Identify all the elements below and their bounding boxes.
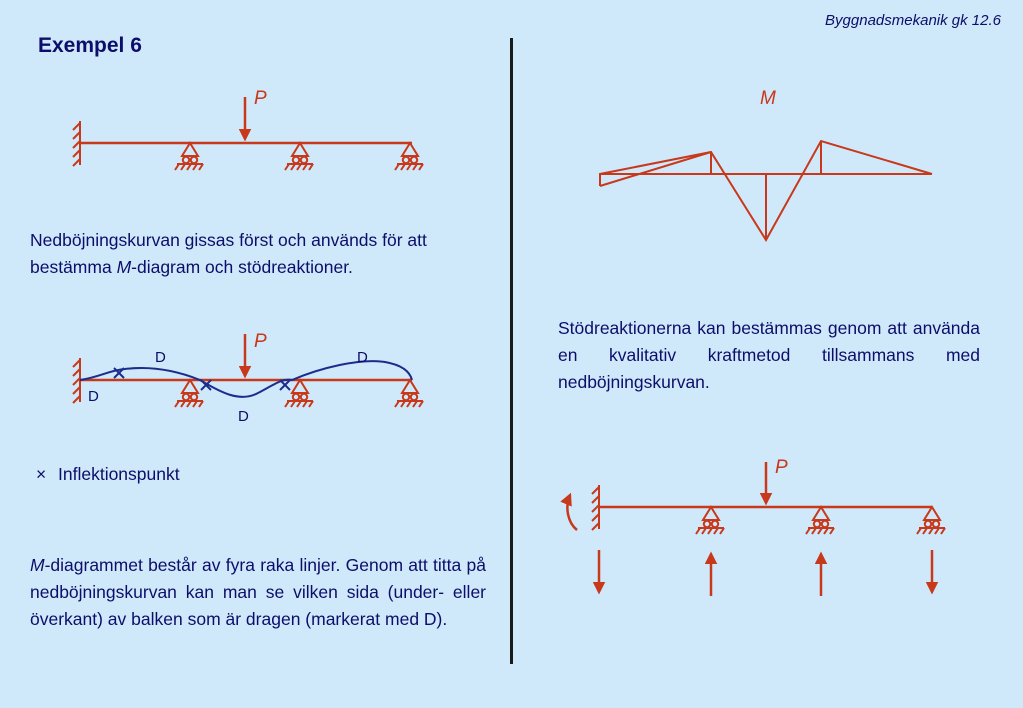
fixed-support-wall-icon (72, 120, 81, 167)
moment-line (599, 151, 712, 187)
roller-support-icon (284, 142, 314, 171)
load-label: P (775, 457, 788, 478)
load-label: P (254, 88, 267, 109)
tension-label: D (238, 408, 249, 425)
m-diagram-text: -diagrammet består av fyra raka linjer. … (30, 555, 486, 629)
beam-diagram-1: P (72, 88, 424, 171)
page-title: Exempel 6 (38, 34, 142, 57)
fixed-support-wall-icon (591, 484, 600, 531)
inflection-point-icon (279, 379, 291, 391)
roller-support-icon (916, 506, 946, 535)
tension-label: D (88, 388, 99, 405)
beam-diagram-3: P (560, 457, 946, 596)
deflection-curve (79, 360, 413, 398)
inflection-legend-label: Inflektionspunkt (58, 464, 180, 484)
intro-m-symbol: M (116, 257, 132, 277)
moment-reaction-arrow-icon (560, 492, 578, 531)
load-label: P (254, 331, 267, 352)
intro-text-end: -diagram och stödreaktioner. (131, 257, 353, 277)
moment-label: M (760, 88, 776, 109)
roller-support-icon (174, 379, 204, 408)
fixed-support-wall-icon (72, 357, 81, 404)
inflection-point-icon (113, 367, 125, 379)
moment-diagram: M (599, 88, 933, 242)
moment-curve (599, 139, 933, 242)
m-symbol: M (30, 555, 45, 575)
inflection-points (113, 367, 291, 391)
inflection-legend: × Inflektionspunkt (36, 464, 180, 485)
roller-support-icon (394, 142, 424, 171)
roller-support-icon (394, 379, 424, 408)
page-header: Byggnadsmekanik gk 12.6 (825, 12, 1001, 29)
column-divider (510, 38, 513, 664)
reactions-paragraph: Stödreaktionerna kan bestämmas genom att… (558, 318, 980, 392)
intro-paragraph: Nedböjningskurvan gissas först och använ… (30, 227, 492, 281)
inflection-point-icon (200, 379, 212, 391)
roller-support-icon (174, 142, 204, 171)
roller-support-icon (695, 506, 725, 535)
intro-text: Nedböjningskurvan gissas först och använ… (30, 230, 427, 277)
inflection-mark-icon: × (36, 464, 47, 484)
roller-support-icon (805, 506, 835, 535)
m-diagram-paragraph: M-diagrammet består av fyra raka linjer.… (30, 552, 486, 633)
tension-label: D (155, 349, 166, 366)
beam-diagram-2: P D D D D (72, 331, 424, 425)
roller-support-icon (284, 379, 314, 408)
tension-label: D (357, 349, 368, 366)
